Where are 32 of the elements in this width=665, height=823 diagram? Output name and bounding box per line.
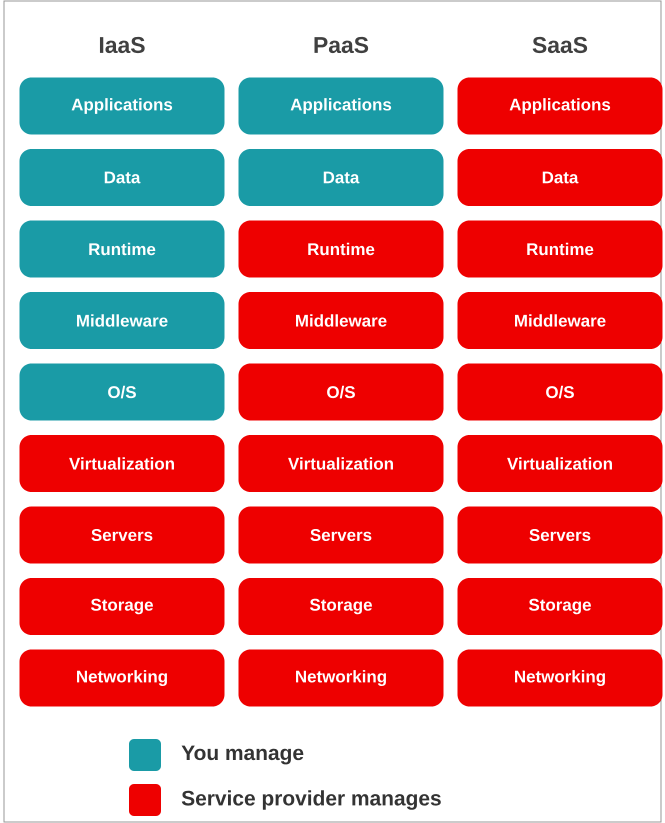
layer-box: Applications [20, 78, 224, 134]
layer-box: Middleware [458, 292, 662, 349]
legend-text: Service provider manages [182, 790, 441, 810]
layer-box: Networking [458, 650, 662, 706]
column-heading: PaaS [314, 36, 368, 54]
layer-box: Virtualization [20, 435, 224, 492]
layer-box: Networking [238, 650, 444, 706]
layer-box: Virtualization [238, 435, 444, 492]
layer-box: Data [20, 149, 224, 206]
column-heading: SaaS [532, 36, 588, 54]
layer-box: Data [458, 149, 662, 206]
layer-box: O/S [458, 364, 662, 420]
column-heading: IaaS [100, 36, 145, 54]
layer-box: Servers [238, 506, 444, 564]
layer-box: Middleware [238, 292, 444, 349]
layer-box: Runtime [20, 220, 224, 278]
layer-box: Runtime [238, 220, 444, 278]
layer-box: O/S [238, 364, 444, 420]
layer-box: Networking [20, 650, 224, 706]
layer-box: Applications [458, 78, 662, 134]
layer-box: Storage [238, 578, 444, 635]
legend-text: You manage [182, 746, 304, 764]
layer-box: Runtime [458, 220, 662, 278]
layer-box: Middleware [20, 292, 224, 349]
layer-box: Data [238, 149, 444, 206]
layer-box: Storage [20, 578, 224, 635]
layer-box: O/S [20, 364, 224, 420]
layer-box: Storage [458, 578, 662, 635]
layer-box: Applications [238, 78, 444, 134]
layer-box: Virtualization [458, 435, 662, 492]
layer-box: Servers [20, 506, 224, 564]
layer-box: Servers [458, 506, 662, 564]
